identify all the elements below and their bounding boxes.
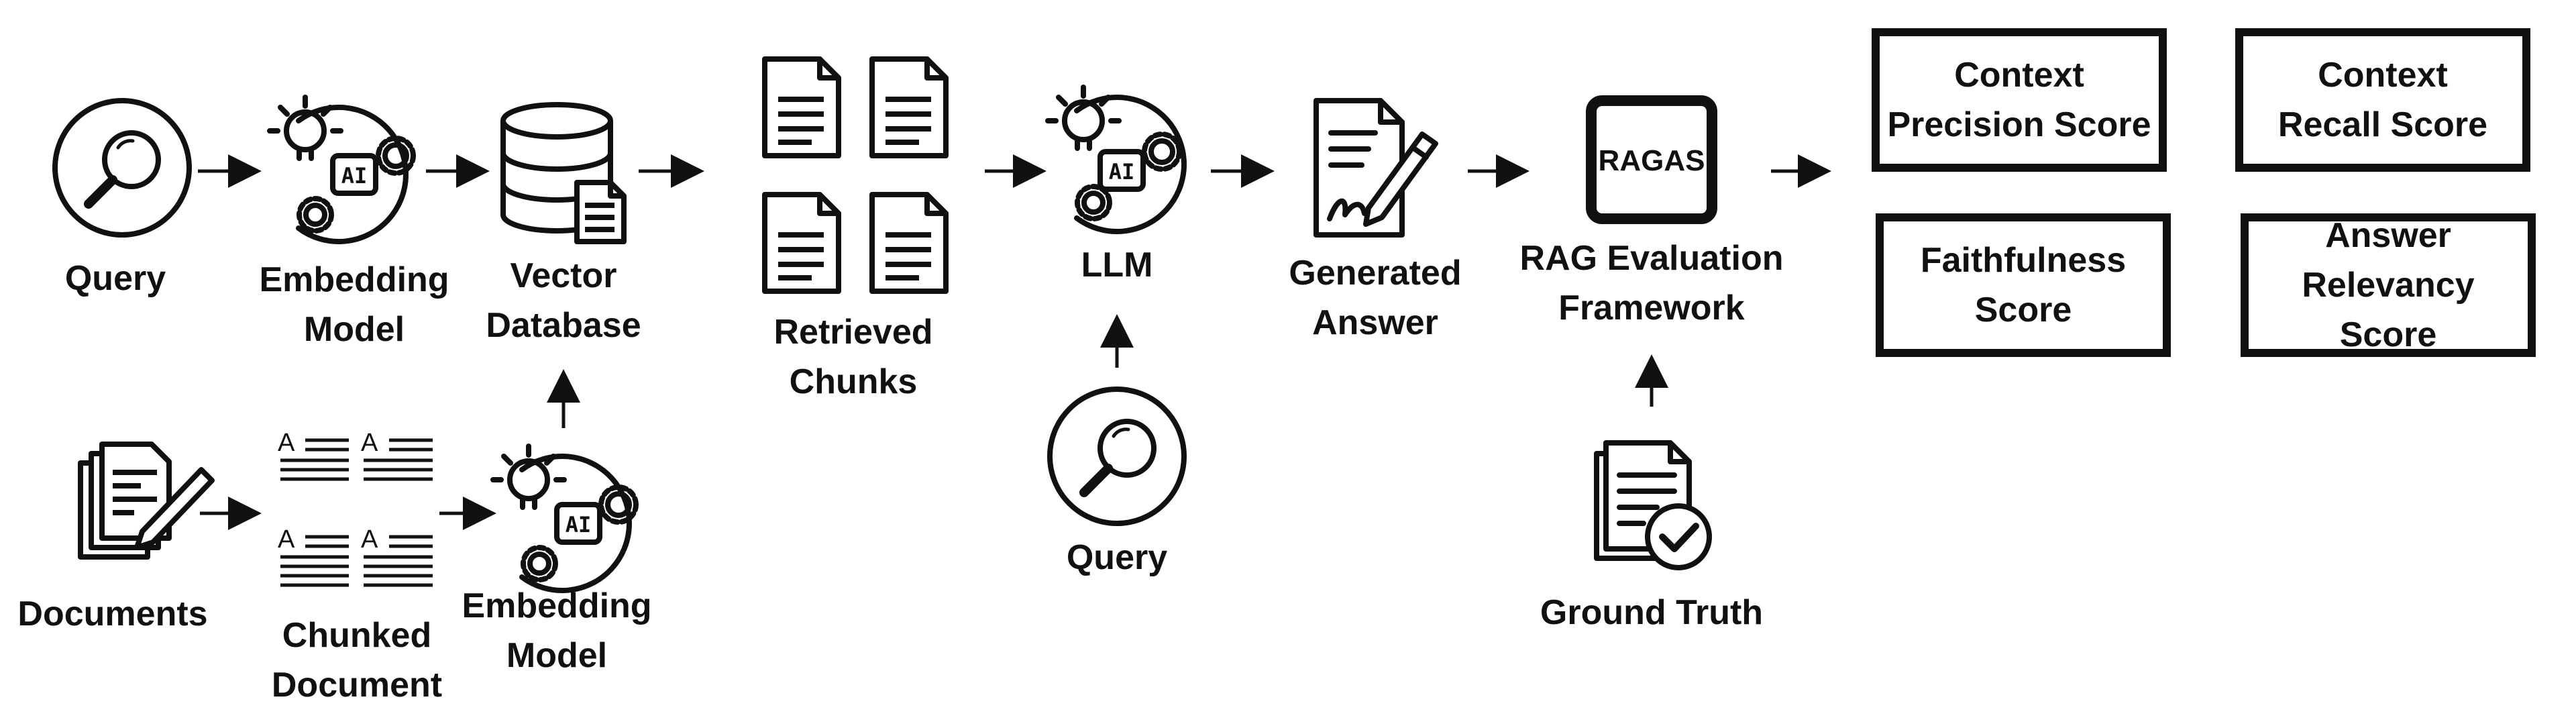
retrieved-chunks-icon <box>762 56 949 294</box>
ground-truth-icon <box>1594 440 1712 570</box>
ai-badge-bottom: AI <box>566 512 592 537</box>
ragas-logo <box>1586 95 1717 224</box>
retrieved-doc-3 <box>762 192 841 294</box>
chunked-document-icon <box>280 438 433 587</box>
database-icon <box>500 102 627 244</box>
ragas-logo-text: RAGAS <box>1599 144 1705 177</box>
query-left-label: Query <box>64 259 166 298</box>
ground-truth-label: Ground Truth <box>1540 593 1764 632</box>
documents-icon <box>78 442 215 560</box>
query-search-icon <box>52 98 192 238</box>
embedding-model-bottom-icon <box>490 444 639 593</box>
retrieved-doc-2 <box>869 56 949 158</box>
flow-arrows <box>198 154 1831 530</box>
ai-badge-top: AI <box>341 163 368 189</box>
embedding-model-top-icon <box>267 95 416 244</box>
query-bottom-label: Query <box>1066 538 1168 577</box>
svg-text:A: A <box>278 429 295 457</box>
svg-text:A: A <box>361 525 378 554</box>
svg-text:A: A <box>361 429 378 457</box>
chunk-letters: A A A A <box>278 429 378 554</box>
llm-label: LLM <box>1081 246 1153 285</box>
ai-badge-llm: AI <box>1109 159 1135 185</box>
llm-icon <box>1045 85 1187 234</box>
svg-text:A: A <box>278 525 295 554</box>
documents-label: Documents <box>17 595 208 633</box>
retrieved-doc-4 <box>869 192 949 294</box>
generated-answer-icon <box>1313 98 1438 238</box>
query-bottom-search-icon <box>1047 386 1187 526</box>
retrieved-doc-1 <box>762 56 841 158</box>
